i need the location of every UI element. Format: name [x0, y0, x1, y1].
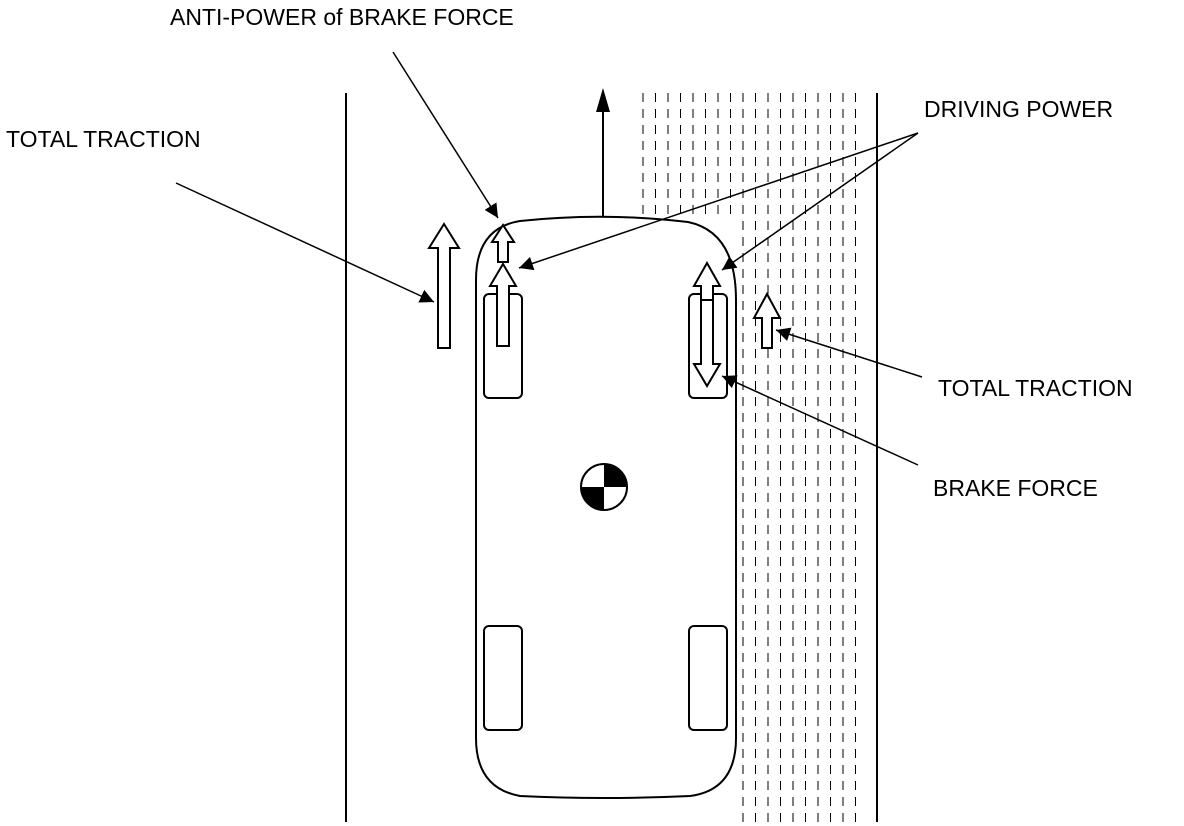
brake-force-arrow: [692, 299, 722, 388]
leader-total-traction-left: [175, 182, 435, 303]
leader-driving-power-right: [721, 132, 919, 271]
travel-direction-arrowhead: [596, 88, 610, 112]
rear-left-wheel: [483, 625, 523, 731]
leader-anti-power: [392, 51, 499, 219]
center-of-gravity-icon: [580, 463, 628, 511]
driving-power-left-arrow: [488, 262, 518, 347]
brake-force-label: BRAKE FORCE: [933, 475, 1098, 501]
anti-power-arrow: [490, 223, 516, 263]
leader-total-traction-right: [775, 327, 923, 378]
total-traction-left-arrow: [427, 222, 461, 349]
total-traction-right-arrow: [752, 291, 782, 349]
total-traction-right-label: TOTAL TRACTION: [938, 375, 1133, 401]
driving-power-label: DRIVING POWER: [924, 96, 1114, 122]
leader-driving-power-left: [518, 132, 919, 271]
total-traction-left-label: TOTAL TRACTION: [6, 126, 201, 152]
slippery-road-surface: [642, 93, 856, 822]
leader-brake-force: [721, 375, 919, 466]
rear-right-wheel: [688, 625, 728, 731]
anti-power-brake-force-label: ANTI-POWER of BRAKE FORCE: [170, 4, 514, 30]
